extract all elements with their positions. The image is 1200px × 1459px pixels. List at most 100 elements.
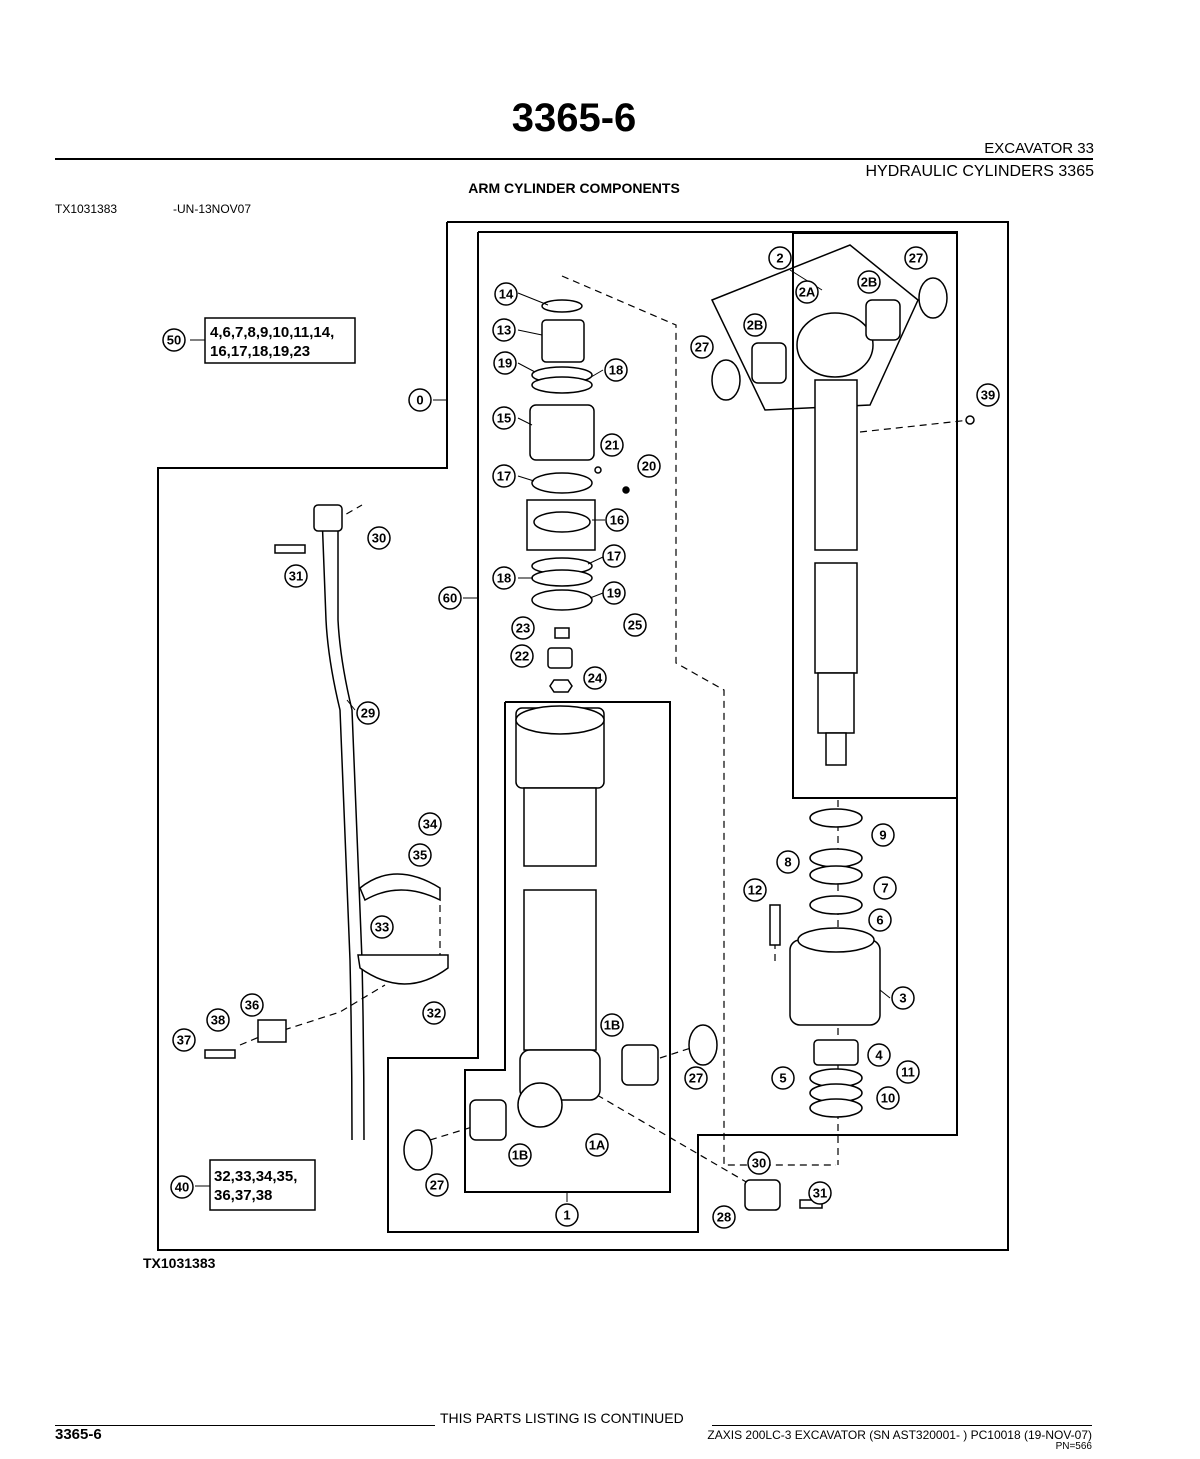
- part-22: [547, 647, 573, 669]
- ring-7: [809, 865, 863, 885]
- page-title: 3365-6: [511, 96, 637, 140]
- bolt-39: [965, 415, 975, 425]
- callout-label: 5: [779, 1071, 786, 1086]
- callout-label: 1B: [512, 1148, 529, 1163]
- section-minor: HYDRAULIC CYLINDERS 3365: [865, 163, 1094, 180]
- barrel-lower: [523, 889, 597, 1051]
- callout-27: 27: [425, 1173, 449, 1197]
- ring-9: [809, 808, 863, 828]
- kit-40-line2: 36,37,38: [214, 1187, 272, 1204]
- callout-label: 30: [752, 1156, 766, 1171]
- leader-15: [517, 417, 533, 426]
- callout-17: 17: [602, 544, 626, 568]
- callout-label: 19: [498, 356, 512, 371]
- callouts: 011A1B1B22A2B2B3456789101112131415161717…: [162, 246, 1000, 1229]
- callout-39: 39: [976, 383, 1000, 407]
- bolt-31: [274, 544, 306, 554]
- tube-29: [321, 514, 365, 1141]
- callout-12: 12: [743, 878, 767, 902]
- callout-27: 27: [690, 335, 714, 359]
- callout-34: 34: [418, 812, 442, 836]
- callout-label: 4: [875, 1048, 883, 1063]
- callout-label: 60: [443, 591, 457, 606]
- callout-1B: 1B: [508, 1143, 532, 1167]
- callout-1: 1: [555, 1203, 579, 1227]
- callout-label: 10: [881, 1091, 895, 1106]
- callout-label: 1: [563, 1208, 570, 1223]
- callout-19: 19: [493, 351, 517, 375]
- callout-60: 60: [438, 586, 462, 610]
- kit-40-line1: 32,33,34,35,: [214, 1168, 297, 1185]
- bolt-37: [204, 1049, 236, 1059]
- callout-2: 2: [768, 246, 792, 270]
- callout-label: 32: [427, 1006, 441, 1021]
- callout-label: 3: [899, 991, 906, 1006]
- footer-text: ZAXIS 200LC-3 EXCAVATOR (SN AST320001- )…: [707, 1428, 1092, 1442]
- callout-label: 14: [499, 287, 514, 302]
- ball-20: [622, 486, 630, 494]
- callout-label: 9: [879, 828, 886, 843]
- callout-label: 0: [416, 393, 423, 408]
- callout-36: 36: [240, 993, 264, 1017]
- callout-label: 50: [167, 333, 181, 348]
- callout-label: 12: [748, 883, 762, 898]
- callout-label: 11: [901, 1065, 915, 1080]
- callout-label: 20: [642, 459, 656, 474]
- callout-label: 23: [516, 621, 530, 636]
- bushing-1b-right: [621, 1044, 659, 1086]
- callout-label: 25: [628, 618, 642, 633]
- rod-upper: [814, 379, 858, 551]
- callout-16: 16: [605, 508, 629, 532]
- callout-33: 33: [370, 915, 394, 939]
- callout-label: 17: [607, 549, 621, 564]
- callout-9: 9: [871, 823, 895, 847]
- callout-27: 27: [684, 1066, 708, 1090]
- continued-rule-left: [55, 1425, 435, 1426]
- ring-6: [809, 895, 863, 915]
- barrel-head-top: [515, 705, 605, 735]
- callout-label: 27: [695, 340, 709, 355]
- bushing-2b-right: [865, 299, 901, 341]
- callout-15: 15: [492, 406, 516, 430]
- part-4: [813, 1039, 859, 1066]
- callout-label: 22: [515, 649, 529, 664]
- seal-27-rod: [711, 359, 741, 401]
- callout-label: 17: [497, 469, 511, 484]
- callout-label: 27: [909, 251, 923, 266]
- footer-pn: PN=566: [1055, 1441, 1092, 1452]
- outline-0: [157, 221, 1009, 1251]
- callout-31: 31: [808, 1181, 832, 1205]
- callout-label: 2A: [799, 285, 816, 300]
- callout-label: 30: [372, 531, 386, 546]
- callout-label: 38: [211, 1013, 225, 1028]
- ring-18b: [531, 569, 593, 587]
- callout-6: 6: [868, 908, 892, 932]
- callout-18: 18: [492, 566, 516, 590]
- callout-label: 21: [605, 438, 619, 453]
- callout-label: 29: [361, 706, 375, 721]
- leader-13: [517, 329, 543, 336]
- continued-rule-right: [712, 1425, 1092, 1426]
- callout-label: 24: [588, 671, 603, 686]
- callout-2A: 2A: [795, 280, 819, 304]
- outline-1: [464, 701, 671, 1193]
- callout-20: 20: [637, 454, 661, 478]
- callout-label: 15: [497, 411, 511, 426]
- callout-17: 17: [492, 464, 516, 488]
- guide-38: [239, 1034, 265, 1046]
- header-rule: [55, 158, 1093, 160]
- bushing-1b-left: [469, 1099, 507, 1141]
- callout-label: 2B: [747, 318, 764, 333]
- ring-16: [533, 511, 591, 533]
- continued-text: THIS PARTS LISTING IS CONTINUED: [440, 1410, 684, 1426]
- section-major: EXCAVATOR 33: [984, 140, 1094, 157]
- callout-label: 8: [784, 855, 791, 870]
- seal-27-left: [403, 1129, 433, 1171]
- callout-28: 28: [712, 1205, 736, 1229]
- callout-label: 2: [776, 251, 783, 266]
- callout-30: 30: [367, 526, 391, 550]
- ring-18a: [531, 376, 593, 394]
- leader-29: [346, 699, 356, 711]
- callout-label: 37: [177, 1033, 191, 1048]
